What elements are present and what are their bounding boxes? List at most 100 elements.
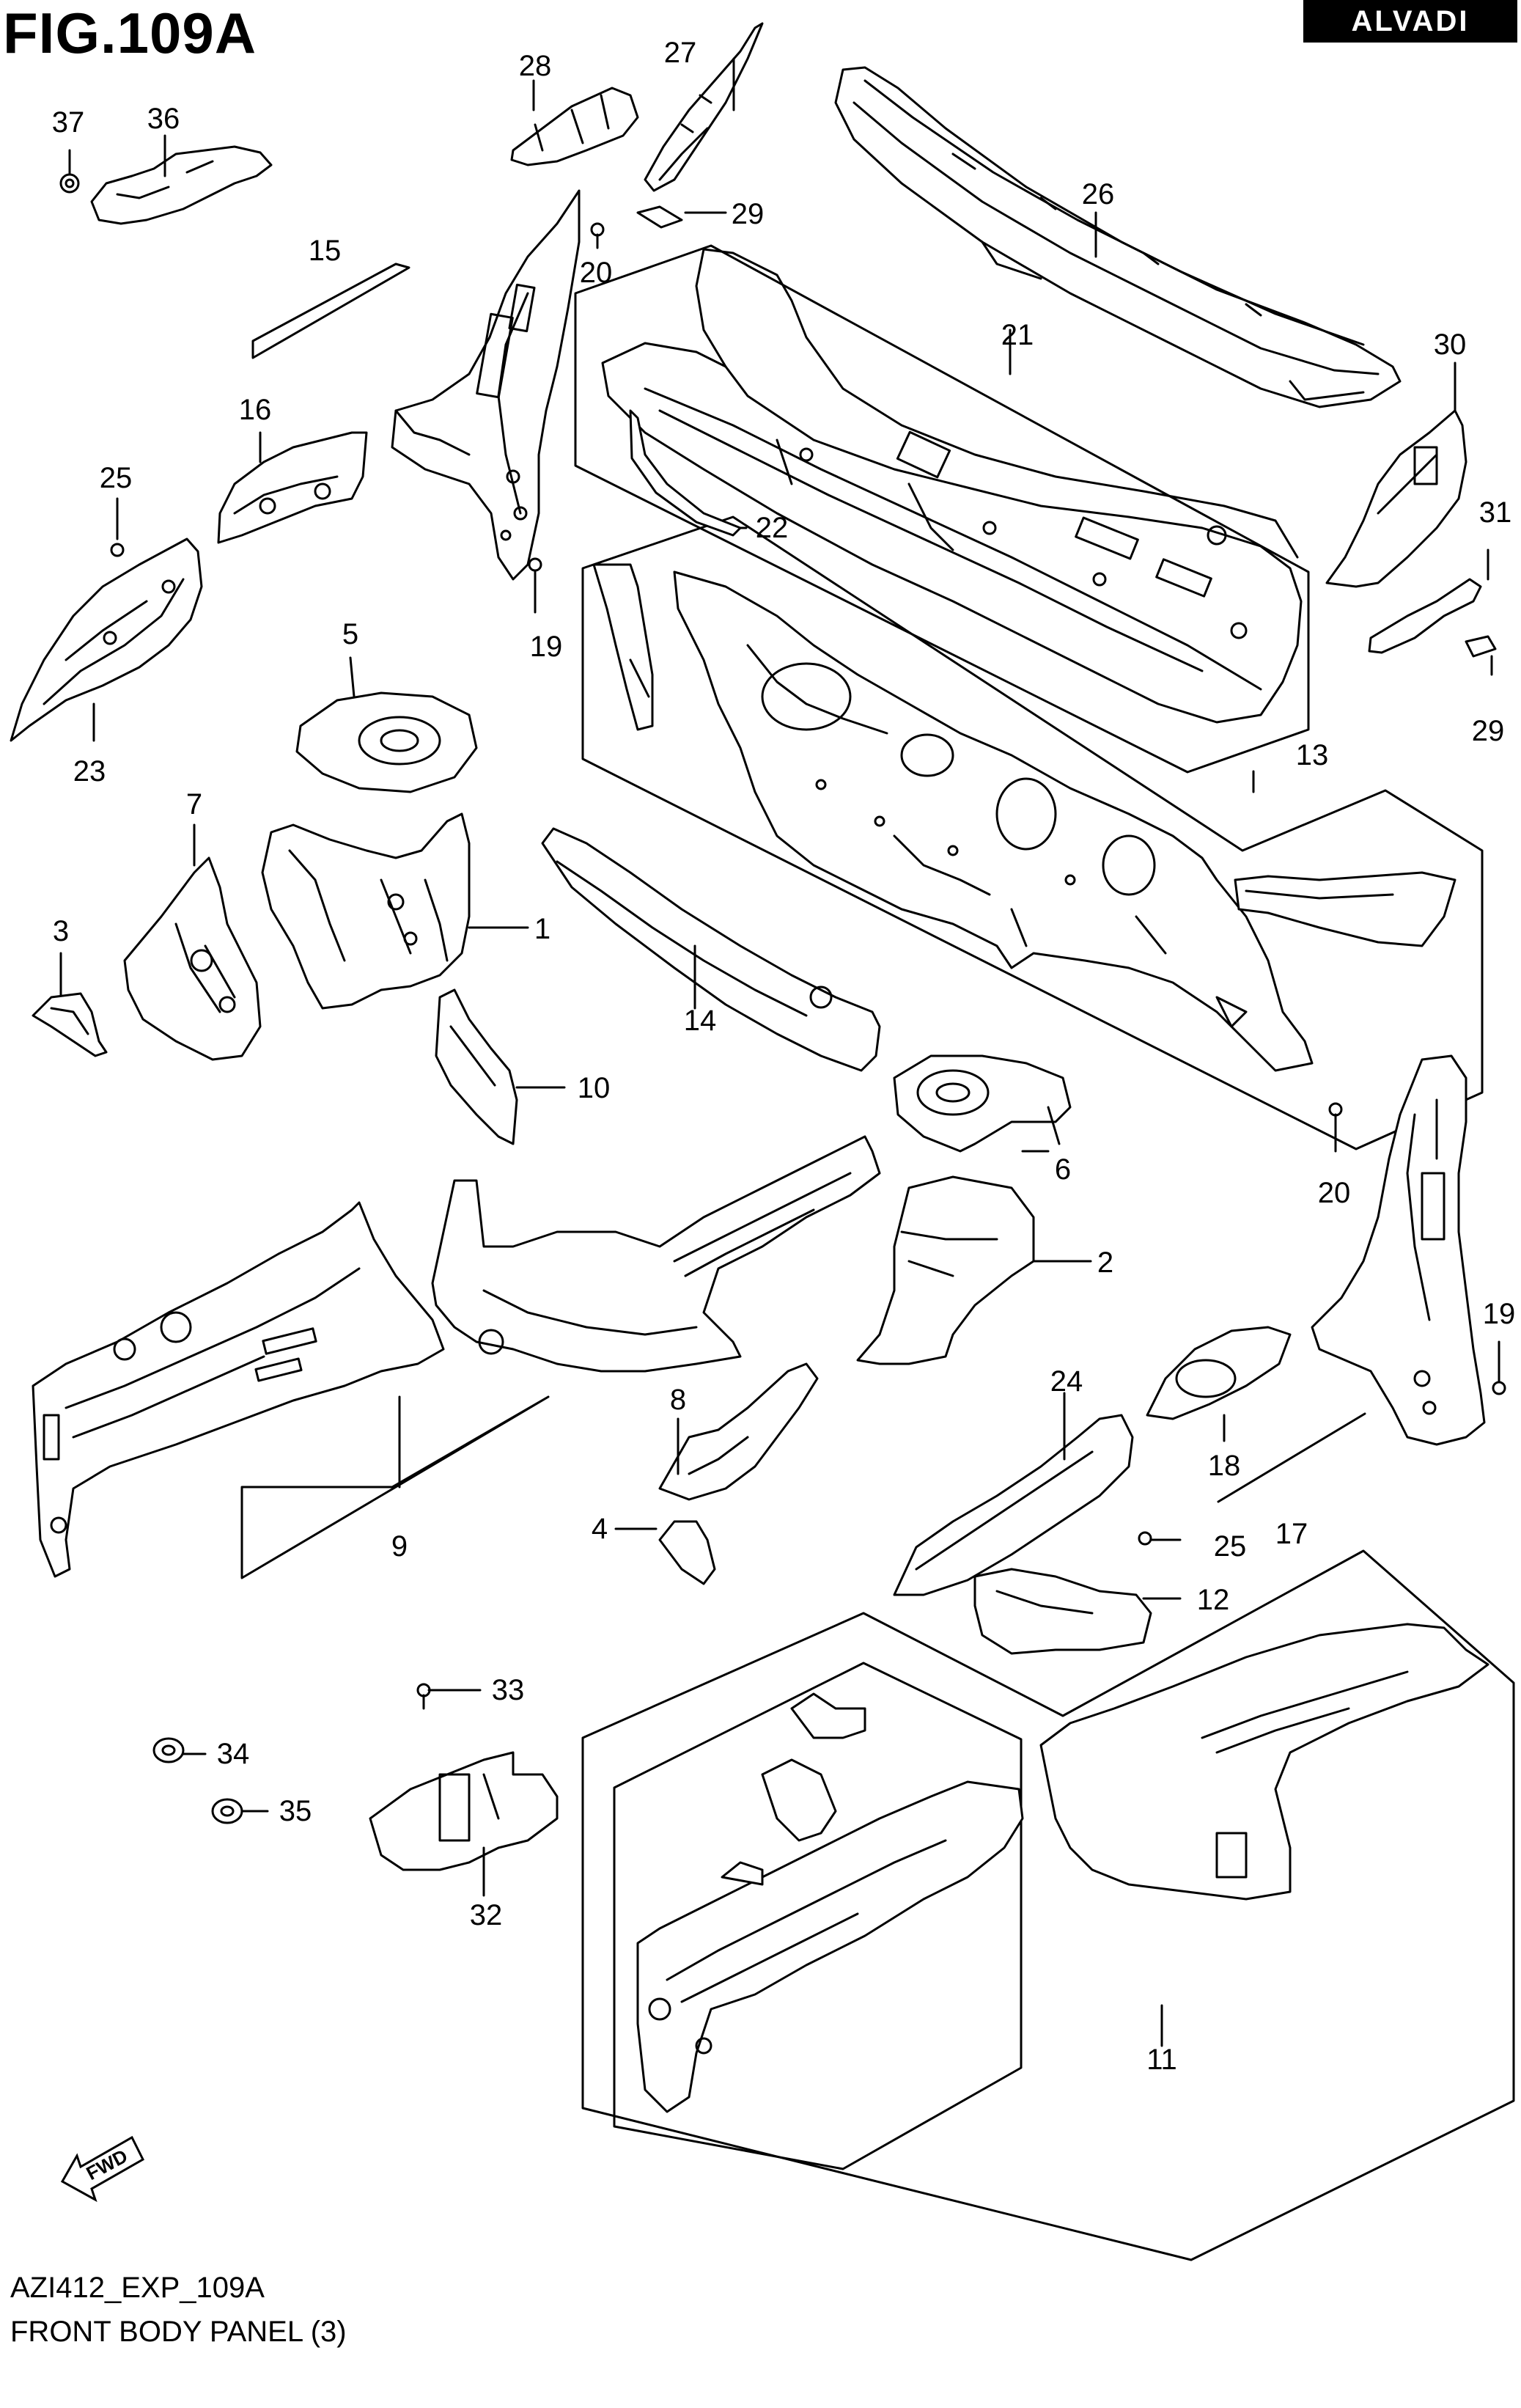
group-box-15 xyxy=(251,263,410,359)
callout-30: 30 xyxy=(1434,328,1467,361)
callout-29a: 29 xyxy=(732,198,765,230)
callout-17: 17 xyxy=(1275,1518,1308,1550)
callout-21: 21 xyxy=(1001,319,1034,351)
part-35-nut xyxy=(211,1798,269,1824)
callout-5: 5 xyxy=(342,618,358,650)
callout-37: 37 xyxy=(52,106,85,139)
part-36-bracket xyxy=(90,145,273,225)
part-1-wheelhouse xyxy=(261,812,529,1010)
part-20-bolt-top xyxy=(590,222,605,249)
part-34-nut xyxy=(152,1737,207,1763)
part-15-pillar-left xyxy=(391,189,581,581)
diagram-code: AZI412_EXP_109A xyxy=(10,2272,265,2304)
part-33-bolt xyxy=(416,1683,482,1710)
callout-25a: 25 xyxy=(100,462,133,494)
part-36-details xyxy=(116,160,214,199)
callout-36: 36 xyxy=(147,103,180,135)
fwd-arrow-icon: FWD xyxy=(60,2135,144,2203)
part-14-rail xyxy=(541,827,881,1072)
part-9-side-member-left xyxy=(32,1201,445,1578)
callout-3: 3 xyxy=(53,915,69,947)
callout-8: 8 xyxy=(670,1384,686,1416)
callout-24: 24 xyxy=(1050,1365,1083,1398)
part-27-bracket xyxy=(644,22,764,192)
part-5-strut-tower xyxy=(295,656,478,793)
group-box-11-inner xyxy=(613,1662,1023,2170)
part-6-strut-tower xyxy=(893,1054,1072,1153)
callout-18: 18 xyxy=(1208,1450,1241,1482)
part-19-bolt-right xyxy=(1492,1340,1506,1395)
callout-32: 32 xyxy=(470,1899,503,1931)
leader-17-group xyxy=(1217,1412,1366,1503)
part-17-pillar-right xyxy=(1311,1054,1486,1446)
callout-11: 11 xyxy=(1146,2044,1177,2076)
callout-12: 12 xyxy=(1197,1584,1230,1616)
figure-title: FIG.109A xyxy=(3,1,257,65)
part-23-member xyxy=(10,537,203,742)
group-box-13 xyxy=(581,515,1484,1150)
part-19-bolt-top xyxy=(528,557,542,614)
part-26-cowl-top-panel xyxy=(834,66,1402,408)
callout-19b: 19 xyxy=(1483,1298,1516,1330)
part-37-bolt xyxy=(59,149,80,194)
part-9-center-rail xyxy=(431,1135,881,1373)
part-7-apron-panel xyxy=(123,823,262,1061)
callout-23: 23 xyxy=(73,755,106,788)
part-2-wheelhouse-right xyxy=(856,1175,1092,1365)
part-11-rail xyxy=(1039,1623,1489,1901)
brand-badge: ALVADI xyxy=(1303,0,1517,43)
part-24-member xyxy=(893,1392,1134,1596)
part-20-bolt-right xyxy=(1328,1102,1343,1153)
part-18-bracket xyxy=(1146,1326,1292,1442)
part-4-bracket xyxy=(658,1520,716,1585)
part-21-cowl-panel xyxy=(601,248,1303,724)
callout-27: 27 xyxy=(664,37,697,69)
part-13-side-bracket xyxy=(592,563,654,731)
part-29-pad-top xyxy=(636,205,683,229)
callout-28: 28 xyxy=(519,50,552,82)
callout-35: 35 xyxy=(279,1795,312,1827)
callout-2: 2 xyxy=(1097,1247,1113,1279)
group-box-21 xyxy=(574,244,1310,774)
part-8-bracket xyxy=(658,1362,819,1501)
part-31-bracket xyxy=(1368,578,1482,654)
callout-6: 6 xyxy=(1055,1153,1071,1186)
part-25-bolt-right xyxy=(1138,1531,1182,1546)
part-13-dash-panel xyxy=(673,570,1314,1072)
part-12-bracket xyxy=(973,1568,1182,1655)
part-16-bracket xyxy=(217,431,368,544)
callout-13: 13 xyxy=(1296,739,1329,771)
callout-29b: 29 xyxy=(1472,715,1505,747)
callout-25b: 25 xyxy=(1214,1530,1247,1563)
part-3-bracket xyxy=(32,952,108,1057)
part-13-right-member xyxy=(1234,871,1456,947)
callout-31: 31 xyxy=(1479,496,1512,529)
diagram-title: FRONT BODY PANEL (3) xyxy=(10,2316,347,2348)
part-32-cover xyxy=(369,1751,559,1897)
part-27-details xyxy=(658,94,712,181)
part-25-bolt-left xyxy=(110,497,125,557)
group-box-9 xyxy=(240,1395,550,1579)
callout-22: 22 xyxy=(756,512,789,544)
part-11-small-brackets xyxy=(721,1692,866,1886)
callout-1: 1 xyxy=(534,913,550,945)
part-30-pillar-bracket xyxy=(1325,409,1467,588)
part-29-pad-right xyxy=(1465,635,1497,658)
callout-20b: 20 xyxy=(1318,1177,1351,1209)
callout-19a: 19 xyxy=(530,631,563,663)
callout-9: 9 xyxy=(391,1530,408,1563)
callout-7: 7 xyxy=(186,788,202,821)
callout-26: 26 xyxy=(1082,178,1115,210)
callout-16: 16 xyxy=(239,394,272,426)
part-11-side-member-right xyxy=(636,1780,1024,2113)
callout-34: 34 xyxy=(217,1738,250,1770)
callout-4: 4 xyxy=(592,1513,608,1545)
callout-33: 33 xyxy=(492,1674,525,1706)
part-28-details xyxy=(534,94,610,152)
callout-15: 15 xyxy=(309,235,342,267)
part-28-bracket xyxy=(510,87,639,166)
callout-10: 10 xyxy=(578,1072,611,1104)
callout-20a: 20 xyxy=(580,257,613,289)
